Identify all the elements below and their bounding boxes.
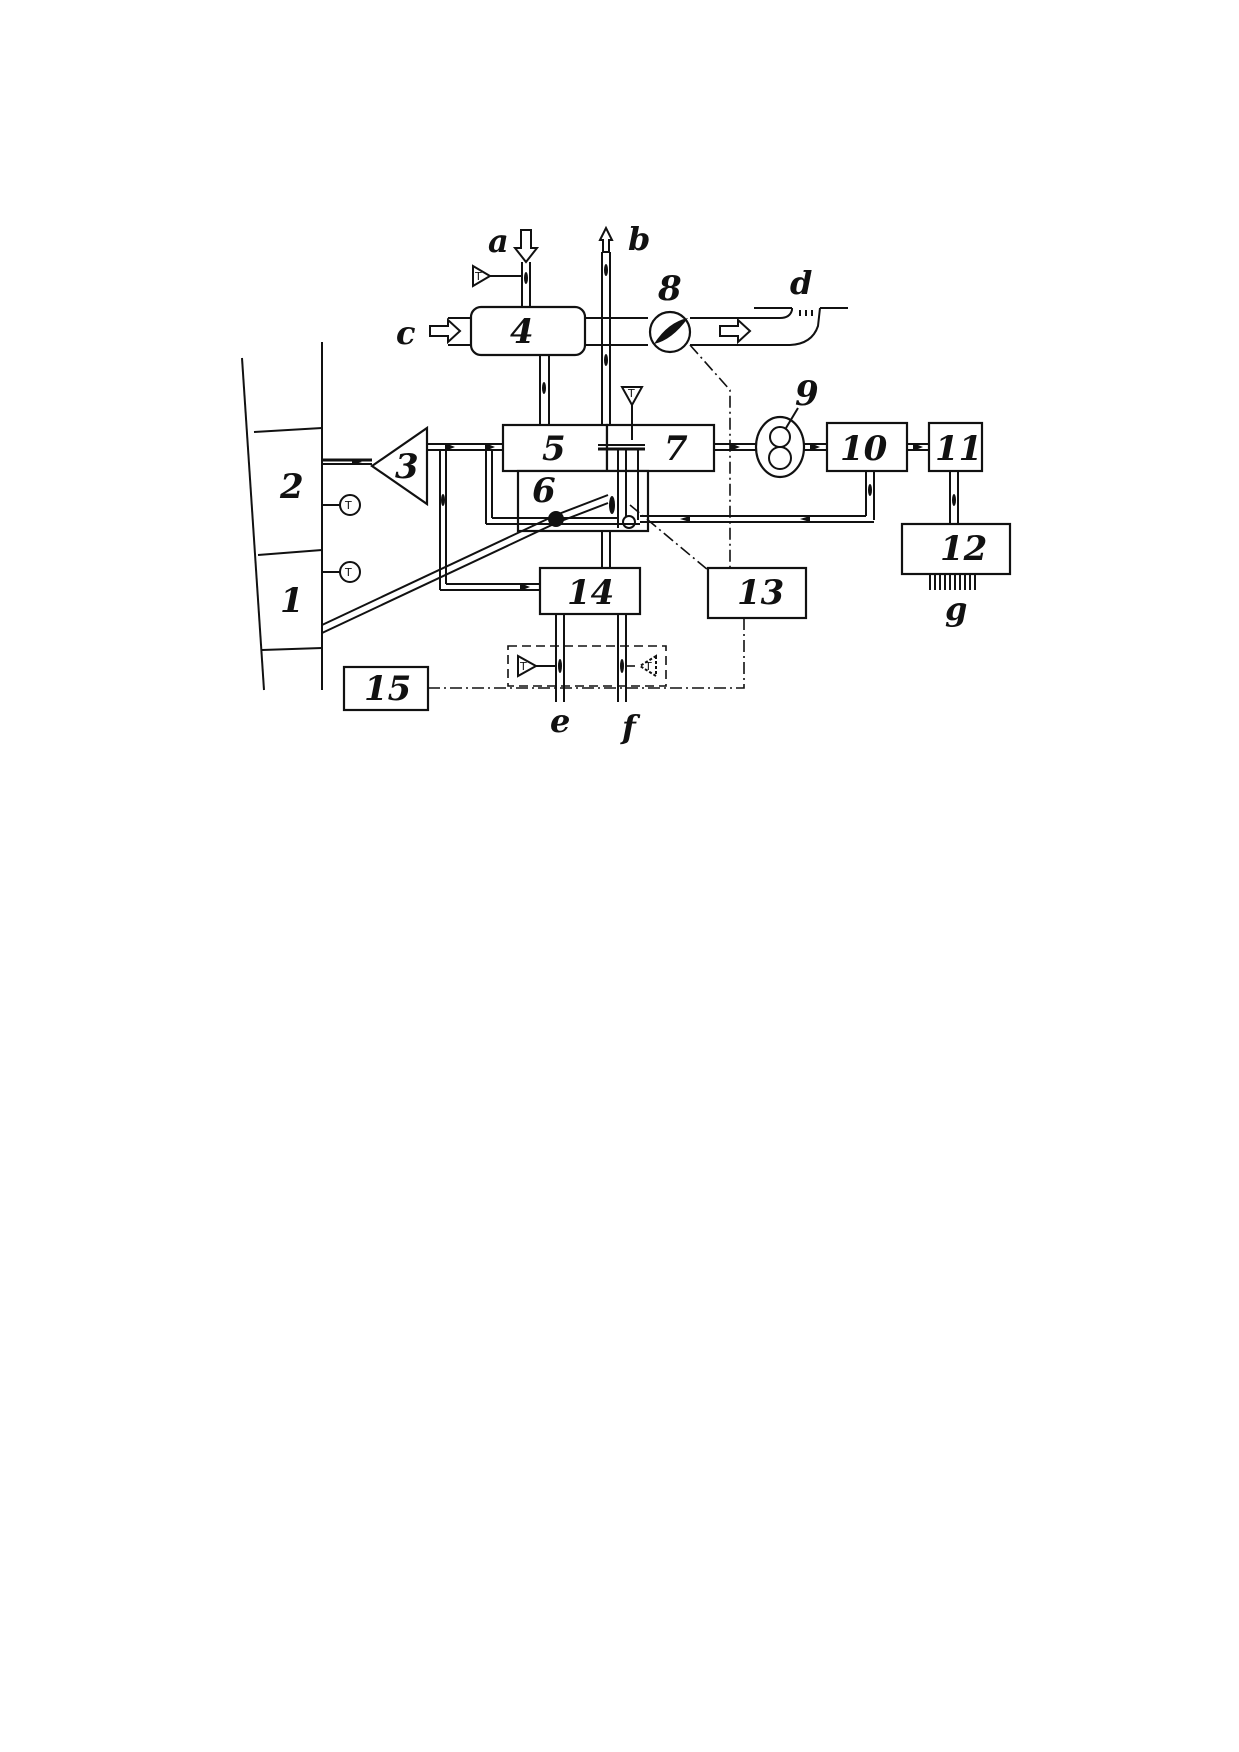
stream-c-label: c bbox=[396, 314, 415, 352]
stream-f-label: f bbox=[620, 708, 641, 746]
svg-text:T: T bbox=[519, 660, 527, 673]
component-12-label: 12 bbox=[940, 529, 987, 569]
inlet-c: c bbox=[396, 314, 462, 352]
component-2-label: 2 bbox=[279, 467, 304, 507]
component-7-label: 7 bbox=[664, 429, 688, 469]
temperature-sensor-icon: T bbox=[472, 264, 522, 288]
stack-column: 2 1 bbox=[241, 342, 323, 691]
valve-icon bbox=[622, 515, 636, 529]
temperature-sensor-icon: T bbox=[322, 561, 361, 583]
component-14-label: 14 bbox=[567, 573, 614, 613]
temperature-sensor-icon: T bbox=[620, 386, 644, 440]
component-4-heat-exchanger: 4 bbox=[448, 305, 620, 357]
component-5-label: 5 bbox=[542, 429, 566, 469]
component-15-label: 15 bbox=[364, 669, 411, 709]
svg-text:T: T bbox=[627, 387, 635, 400]
component-3-label: 3 bbox=[395, 447, 419, 487]
flow-arrow-icon bbox=[429, 317, 462, 345]
component-4-label: 4 bbox=[510, 312, 534, 352]
component-11: 11 bbox=[927, 421, 984, 473]
component-8-fan: 8 d bbox=[620, 264, 848, 354]
component-1-label: 1 bbox=[280, 581, 304, 621]
svg-text:T: T bbox=[644, 660, 652, 673]
component-8-label: 8 bbox=[657, 269, 682, 309]
temperature-sensor-icon: T bbox=[322, 494, 361, 516]
component-12: 12 bbox=[900, 522, 1012, 576]
component-6-label: 6 bbox=[532, 471, 556, 511]
component-11-label: 11 bbox=[935, 429, 982, 469]
component-10-label: 10 bbox=[840, 429, 888, 469]
component-9-label: 9 bbox=[795, 374, 819, 414]
component-13-controller: 13 bbox=[706, 566, 808, 620]
control-line-6-13 bbox=[629, 504, 709, 571]
stream-b-label: b bbox=[628, 220, 650, 258]
sensor-group-box bbox=[507, 645, 667, 687]
temperature-sensor-icon: T bbox=[626, 654, 657, 678]
flow-arrow-icon bbox=[352, 459, 362, 465]
component-9-pump: 9 bbox=[714, 374, 827, 479]
component-15-controller: 15 bbox=[342, 665, 430, 712]
control-line-fan bbox=[689, 344, 731, 568]
component-13-label: 13 bbox=[737, 573, 784, 613]
stream-e-label: e bbox=[550, 702, 570, 740]
temperature-sensor-icon: T bbox=[517, 654, 556, 678]
flow-arrow-icon bbox=[598, 225, 614, 253]
flow-arrow-icon bbox=[719, 317, 752, 345]
outlet-g-fringe: g bbox=[929, 574, 976, 628]
stream-d-label: d bbox=[790, 264, 812, 302]
flow-arrow-icon bbox=[512, 229, 540, 264]
stream-g-label: g bbox=[945, 590, 967, 628]
component-5-reactor: 5 bbox=[501, 423, 609, 473]
svg-text:T: T bbox=[474, 270, 482, 283]
svg-text:T: T bbox=[344, 499, 352, 512]
valve-icon bbox=[548, 511, 564, 527]
stream-a-label: a bbox=[488, 222, 509, 260]
component-3-cyclone: 3 bbox=[370, 425, 429, 507]
inlet-a: a bbox=[488, 222, 540, 307]
component-10: 10 bbox=[825, 421, 909, 473]
component-14: 14 bbox=[538, 566, 642, 616]
control-line-15-13 bbox=[428, 618, 745, 689]
svg-text:T: T bbox=[344, 566, 352, 579]
